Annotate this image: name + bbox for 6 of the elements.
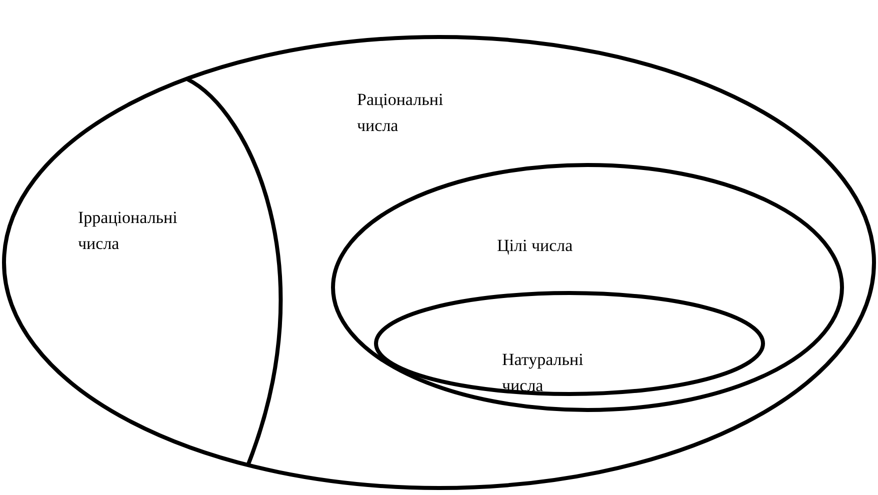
set-label: Цілі числа (497, 235, 574, 257)
set-label: Ірраціональні числа (78, 207, 178, 255)
set-label: Раціональні числа (357, 89, 444, 137)
set-ellipse (331, 163, 844, 412)
set-ellipse (374, 291, 765, 396)
set-ellipse (2, 35, 876, 490)
